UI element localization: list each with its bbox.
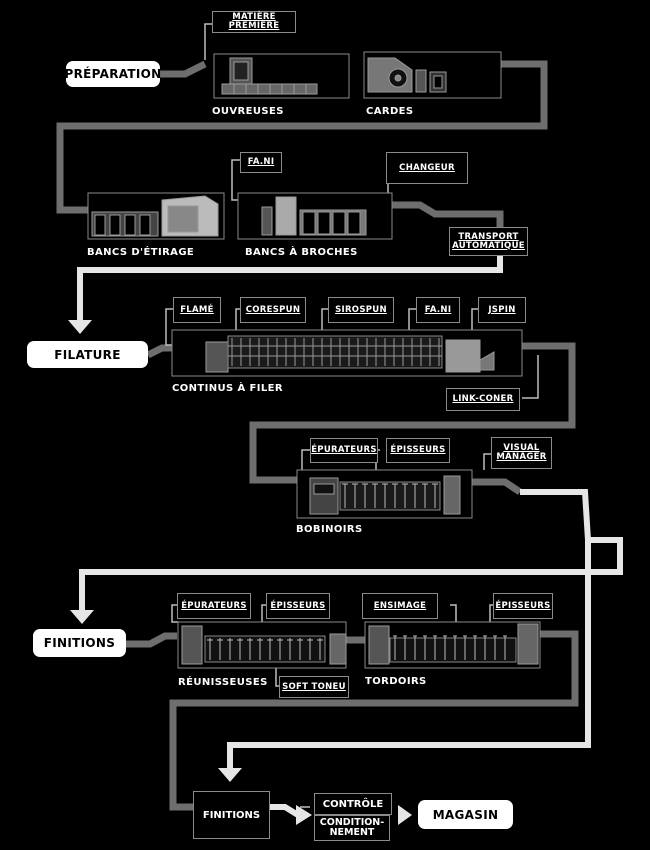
- continus-illustration: [171, 329, 523, 377]
- option-sirospun: SIROSPUN: [328, 297, 394, 323]
- cardes-illustration: [363, 51, 502, 99]
- stage-finitions: FINITIONS: [33, 629, 126, 657]
- flow-path-dark: [392, 201, 504, 238]
- option-episseurs-reunisseuses: ÉPISSEURS: [266, 593, 330, 619]
- bancs-etirage-illustration: [87, 192, 225, 240]
- option-epurateurs-bobinoirs: ÉPURATEURS: [310, 438, 378, 463]
- machine-label-reunisseuses: RÉUNISSEUSES: [178, 677, 268, 688]
- arrow-right-icon: [398, 805, 412, 825]
- option-corespun: CORESPUN: [240, 297, 306, 323]
- option-epurateurs-reunisseuses: ÉPURATEURS: [177, 593, 251, 619]
- option-fani-continus: FA.NI: [416, 297, 460, 323]
- option-matiere-premiere: MATIÈRE PREMIÈRE: [212, 11, 296, 33]
- arrow-down-icon: [218, 768, 242, 782]
- option-episseurs-bobinoirs: ÉPISSEURS: [386, 438, 450, 463]
- option-changeur: CHANGEUR: [386, 152, 468, 184]
- flow-path-dark: [169, 630, 579, 811]
- machine-label-bancs-broches: BANCS À BROCHES: [245, 247, 358, 258]
- tordoirs-illustration: [364, 621, 541, 669]
- step-controle: CONTRÔLE: [314, 793, 392, 815]
- option-flame: FLAMÉ: [173, 297, 221, 323]
- machine-label-tordoirs: TORDOIRS: [365, 676, 427, 687]
- stage-magasin: MAGASIN: [418, 800, 513, 829]
- machine-label-bobinoirs: BOBINOIRS: [296, 524, 363, 535]
- option-fani-broches: FA.NI: [240, 152, 282, 173]
- flow-path-dark: [146, 344, 172, 359]
- stage-preparation: PRÉPARATION: [65, 61, 161, 87]
- option-visual-manager: VISUAL MANAGER: [491, 437, 552, 469]
- option-transport-automatique: TRANSPORT AUTOMATIQUE: [449, 227, 528, 256]
- machine-label-bancs-etirage: BANCS D'ÉTIRAGE: [87, 247, 195, 258]
- step-conditionnement: CONDITION-NEMENT: [314, 815, 390, 841]
- flow-path-dark: [56, 60, 548, 214]
- reunisseuses-illustration: [177, 621, 347, 669]
- machine-label-continus: CONTINUS À FILER: [172, 383, 283, 394]
- flow-path-dark: [160, 60, 207, 78]
- machine-label-ouvreuses: OUVREUSES: [212, 106, 284, 117]
- bancs-broches-illustration: [237, 192, 393, 240]
- option-soft-toneu: SOFT TONEU: [279, 676, 349, 698]
- arrow-down-icon: [70, 610, 94, 624]
- option-ensimage: ENSIMAGE: [362, 593, 438, 619]
- stage-finitions-final: FINITIONS: [193, 791, 270, 839]
- arrow-down-icon: [68, 320, 92, 334]
- flow-path-light: [79, 489, 623, 612]
- option-link-coner: LINK-CONER: [446, 388, 520, 411]
- stage-filature: FILATURE: [27, 341, 148, 368]
- flow-path-dark: [472, 478, 522, 495]
- machine-label-cardes: CARDES: [366, 106, 414, 117]
- option-jspin: JSPIN: [478, 297, 526, 323]
- ouvreuses-illustration: [213, 53, 350, 99]
- arrow-right-icon: [296, 805, 312, 825]
- flow-path-dark: [126, 632, 177, 648]
- option-episseurs-tordoirs: ÉPISSEURS: [493, 593, 553, 619]
- flow-path-dark: [249, 342, 576, 484]
- flow-path-light: [227, 540, 591, 770]
